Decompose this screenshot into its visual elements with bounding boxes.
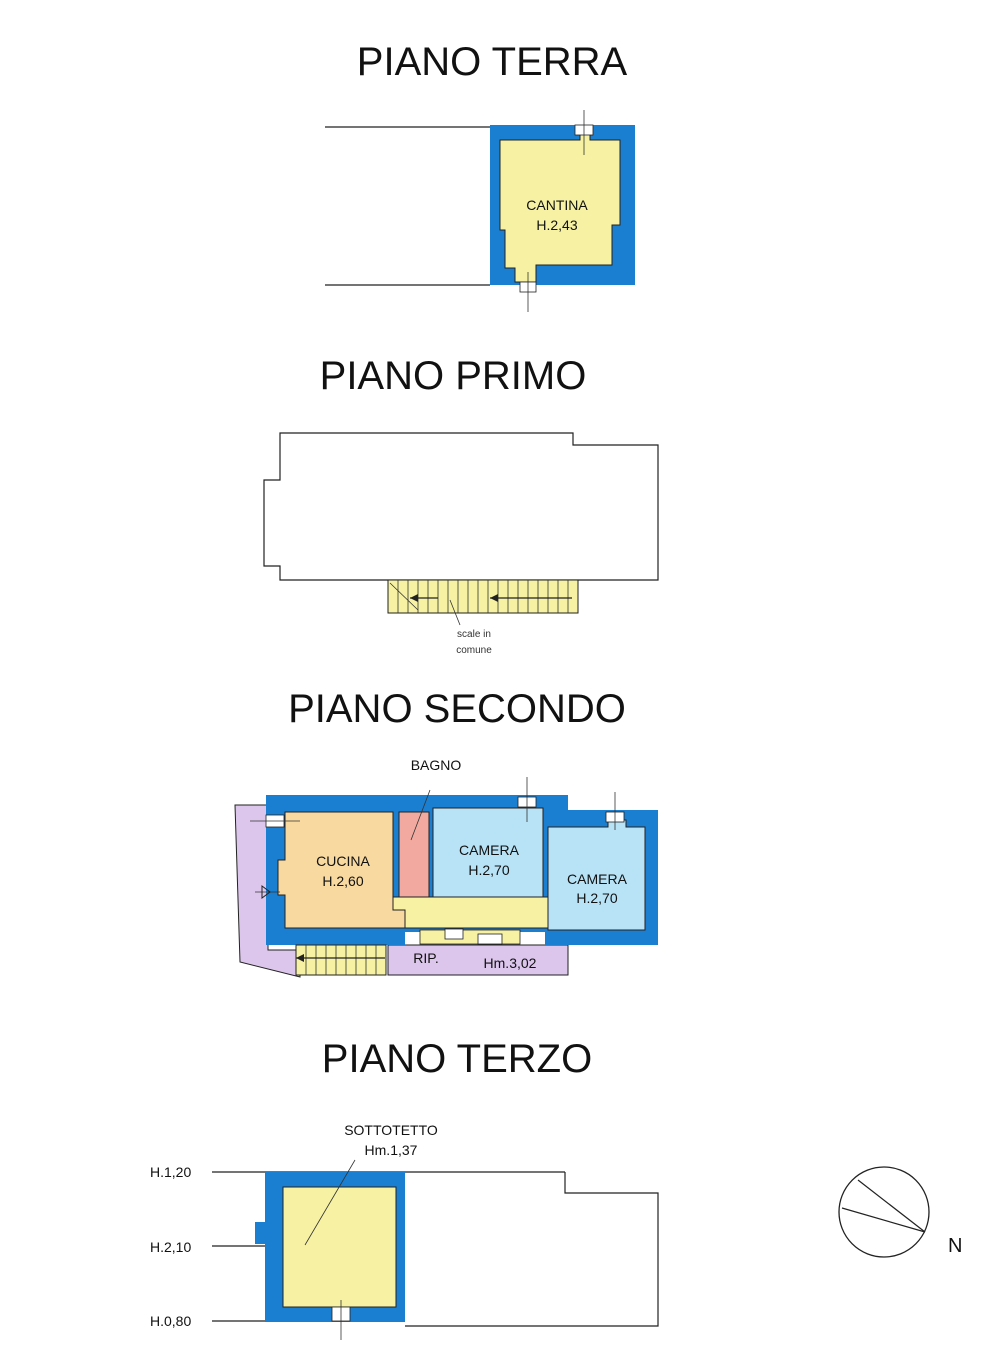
- room-height-rip: Hm.3,02: [484, 955, 537, 971]
- floor-piano-terzo: PIANO TERZO SOTTOTETTO Hm.1,37 H.1,20 H.…: [150, 1037, 659, 1340]
- floor-title-primo: PIANO PRIMO: [320, 354, 587, 398]
- camera-room-1: [432, 807, 544, 899]
- compass-icon: N: [838, 1166, 962, 1258]
- stairs-note-line1: scale in: [457, 629, 491, 640]
- bagno-room: [398, 811, 430, 898]
- stairs-treads: [389, 580, 572, 626]
- room-label-camera-2: CAMERA: [567, 871, 628, 887]
- room-label-sottotetto: SOTTOTETTO: [344, 1122, 438, 1138]
- floor-title-terzo: PIANO TERZO: [322, 1037, 592, 1081]
- roof-outline: [405, 1172, 659, 1327]
- north-label: N: [948, 1235, 962, 1257]
- window-icon: [477, 933, 503, 945]
- room-height-cucina: H.2,60: [322, 873, 363, 889]
- room-height-sottotetto: Hm.1,37: [365, 1142, 418, 1158]
- door-icon: [261, 885, 271, 899]
- floor-piano-terra: PIANO TERRA CANTINA H.2,43: [325, 40, 635, 312]
- room-height-cantina: H.2,43: [536, 217, 577, 233]
- room-label-cantina: CANTINA: [526, 197, 588, 213]
- room-height-camera-2: H.2,70: [576, 890, 617, 906]
- sottotetto-room: [282, 1186, 397, 1308]
- room-label-cucina: CUCINA: [316, 853, 370, 869]
- cucina-room: [277, 811, 406, 929]
- room-label-bagno: BAGNO: [411, 757, 462, 773]
- rip-area: [387, 944, 569, 976]
- corridor: [392, 896, 549, 929]
- first-floor-outline: [263, 432, 659, 581]
- stairs-common: [387, 579, 579, 614]
- room-label-rip: RIP.: [413, 950, 438, 966]
- rip-corridor: [419, 929, 521, 945]
- floor-piano-secondo: PIANO SECONDO: [234, 687, 658, 978]
- floor-title-secondo: PIANO SECONDO: [288, 687, 626, 731]
- floor-title-terra: PIANO TERRA: [357, 40, 628, 84]
- level-label-mid: H.2,10: [150, 1239, 191, 1255]
- bagno-leader: [410, 789, 431, 841]
- stairs-second-floor: [295, 944, 387, 976]
- stairs-treads-second: [296, 945, 385, 975]
- window-icon: [444, 928, 464, 940]
- camera-room-2: [547, 819, 646, 931]
- stairs-note-line2: comune: [456, 645, 492, 656]
- room-label-camera-1: CAMERA: [459, 842, 520, 858]
- floor-piano-primo: PIANO PRIMO: [263, 354, 659, 656]
- room-height-camera-1: H.2,70: [468, 862, 509, 878]
- level-label-top: H.1,20: [150, 1164, 191, 1180]
- sottotetto-leader: [304, 1159, 356, 1246]
- level-label-bottom: H.0,80: [150, 1313, 191, 1329]
